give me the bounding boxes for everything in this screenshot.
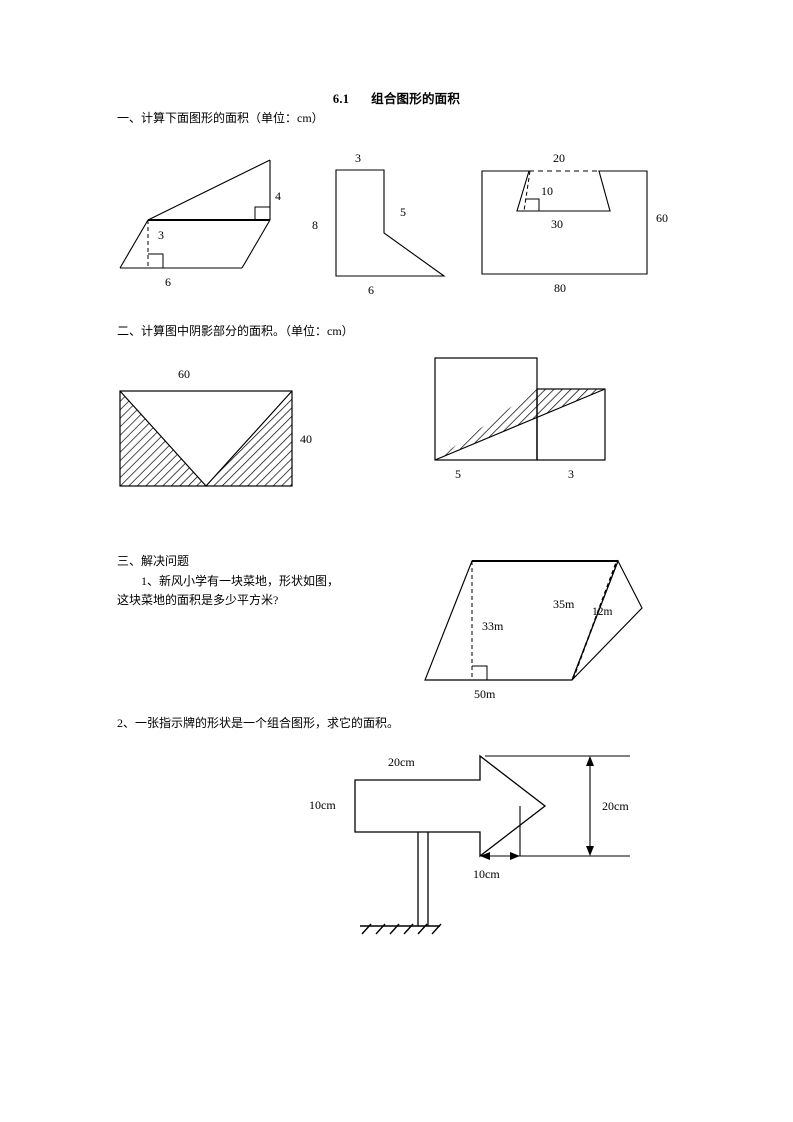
fig-l-shape: 3 5 8 6 [300, 148, 460, 296]
label-f3-notch-height: 10 [541, 184, 553, 198]
fig-shaded-rectangle: 60 40 [112, 358, 312, 488]
fig-two-squares: 5 3 [425, 348, 635, 481]
label-f7-top: 20cm [388, 755, 415, 769]
problem-1-text: 1、新风小学有一块菜地，形状如图， 这块菜地的面积是多少平方米? [117, 574, 340, 607]
label-f1-right: 4 [275, 189, 281, 203]
label-f4-top: 60 [178, 367, 190, 381]
section-three-heading: 三、解决问题 [117, 554, 190, 568]
section-one-heading: 一、计算下面图形的面积（单位：cm） [117, 111, 324, 125]
fig-parallelogram-triangle: 4 3 6 [112, 150, 292, 288]
page-title-text: 组合图形的面积 [371, 92, 461, 106]
label-f3-bottom: 80 [554, 281, 566, 295]
label-f4-right: 40 [300, 432, 312, 446]
page-title: 6.1 组合图形的面积 [0, 88, 793, 107]
fig-rect-notch: 20 10 30 60 80 [462, 148, 682, 294]
fig-vegetable-plot: 35m 12m 33m 50m [420, 548, 670, 701]
label-f3-top: 20 [553, 151, 565, 165]
label-f2-top: 3 [355, 151, 361, 165]
label-f6-small-height: 12m [592, 606, 613, 618]
section-two-heading: 二、计算图中阴影部分的面积。（单位：cm） [117, 324, 354, 338]
label-f2-diag: 5 [400, 205, 406, 219]
label-f6-base: 50m [474, 687, 496, 701]
problem-2-text: 2、一张指示牌的形状是一个组合图形，求它的面积。 [117, 716, 400, 730]
label-f2-left: 8 [312, 218, 318, 232]
label-f6-slant: 35m [553, 597, 575, 611]
page-title-number: 6.1 [332, 92, 350, 106]
label-f5-left: 5 [455, 467, 461, 481]
label-f7-left: 10cm [309, 798, 336, 812]
label-f3-notch-base: 30 [551, 217, 563, 231]
label-f7-bottom: 10cm [473, 867, 500, 881]
fig-sign-arrow: 20cm 10cm 20cm 10cm [309, 748, 670, 958]
label-f6-height: 33m [482, 619, 504, 633]
label-f3-right: 60 [656, 211, 668, 225]
label-f7-right: 20cm [602, 799, 629, 813]
label-f2-bottom: 6 [368, 283, 374, 297]
label-f5-right: 3 [568, 467, 574, 481]
label-f1-base: 6 [165, 275, 171, 289]
label-f1-height: 3 [158, 228, 164, 242]
